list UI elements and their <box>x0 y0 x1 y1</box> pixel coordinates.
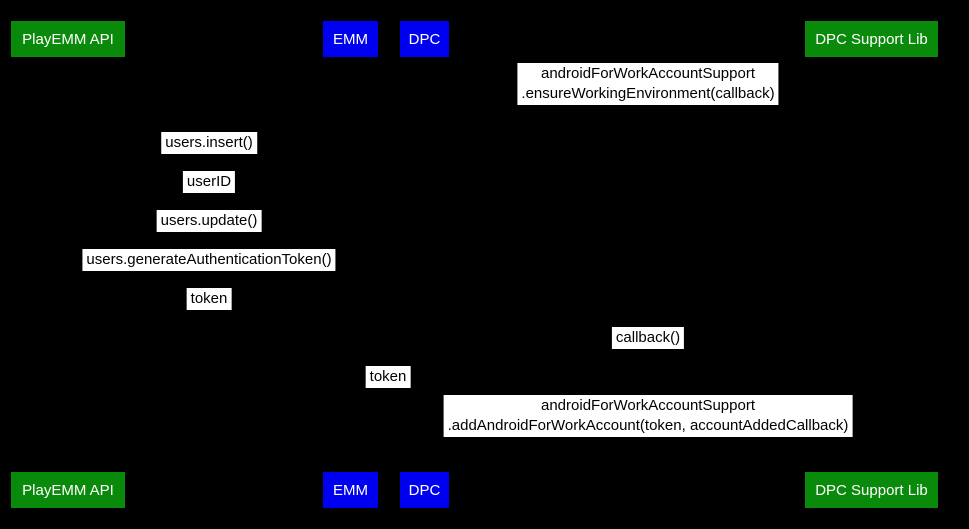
message-users-insert: users.insert() <box>161 132 257 154</box>
participant-playemm-api-top: PlayEMM API <box>11 21 125 57</box>
message-add-android-for-work-account: androidForWorkAccountSupport .addAndroid… <box>443 395 853 437</box>
message-users-generate-authentication-token: users.generateAuthenticationToken() <box>82 249 336 271</box>
message-users-update: users.update() <box>156 210 262 232</box>
message-line: .addAndroidForWorkAccount(token, account… <box>447 417 849 434</box>
participant-emm-bottom: EMM <box>323 472 378 508</box>
message-line: userID <box>186 173 232 190</box>
message-callback: callback() <box>611 327 685 349</box>
participant-dpc-support-lib-bottom: DPC Support Lib <box>805 472 938 508</box>
participant-dpc-top: DPC <box>400 21 449 57</box>
message-ensure-working-environment: androidForWorkAccountSupport .ensureWork… <box>517 63 779 105</box>
message-line: users.insert() <box>165 134 253 151</box>
message-token-to-dpc: token <box>365 366 411 388</box>
message-line: androidForWorkAccountSupport <box>540 65 755 82</box>
message-user-id: userID <box>182 171 236 193</box>
participant-dpc-bottom: DPC <box>400 472 449 508</box>
message-line: callback() <box>615 329 681 346</box>
participant-emm-top: EMM <box>323 21 378 57</box>
participant-playemm-api-bottom: PlayEMM API <box>11 472 125 508</box>
message-line: users.generateAuthenticationToken() <box>86 251 332 268</box>
message-line: androidForWorkAccountSupport <box>541 397 755 414</box>
message-line: .ensureWorkingEnvironment(callback) <box>521 85 775 102</box>
message-line: users.update() <box>160 212 258 229</box>
message-line: token <box>190 290 228 307</box>
participant-dpc-support-lib-top: DPC Support Lib <box>805 21 938 57</box>
message-line: token <box>369 368 407 385</box>
message-token-to-emm: token <box>186 288 232 310</box>
